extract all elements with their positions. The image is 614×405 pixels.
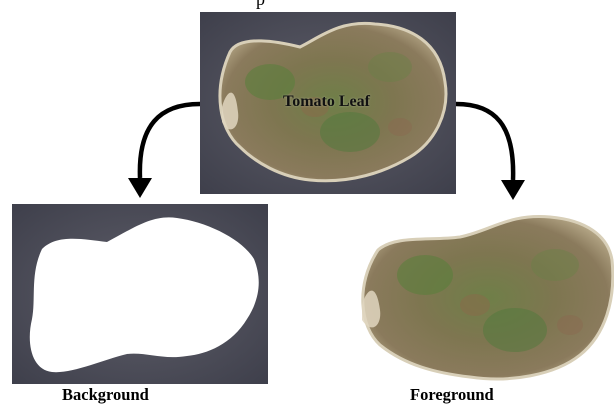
background-caption: Background — [62, 385, 149, 405]
arrow-to-foreground-head — [501, 180, 525, 200]
foreground-caption: Foreground — [410, 385, 494, 405]
arrow-to-foreground — [456, 104, 513, 180]
arrow-to-background — [140, 104, 200, 178]
arrow-to-background-head — [128, 178, 152, 198]
